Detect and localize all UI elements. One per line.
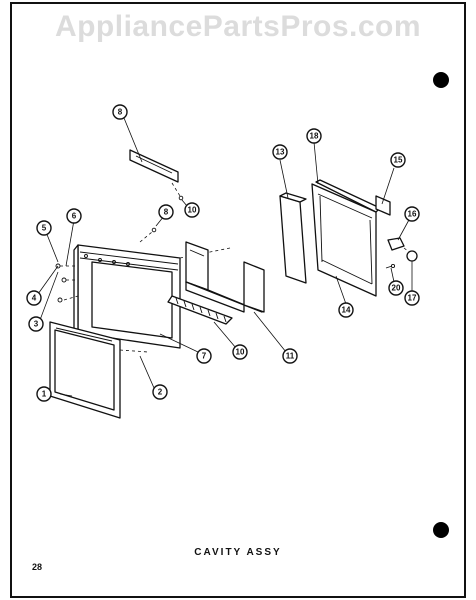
callout-13: 13: [272, 144, 288, 160]
callout-8-mid: 8: [158, 204, 174, 220]
part-13-side-panel: [279, 192, 307, 284]
registration-dot-top: [433, 72, 449, 88]
page-frame: [10, 2, 466, 598]
callout-10-top: 10: [184, 202, 200, 218]
callout-label-4: 4: [32, 294, 37, 303]
callout-label-10-bottom: 10: [236, 348, 245, 357]
callout-label-1: 1: [42, 390, 47, 399]
callout-label-16: 16: [408, 210, 417, 219]
callout-label-15: 15: [394, 156, 403, 165]
callout-label-7: 7: [202, 352, 207, 361]
callout-18: 18: [306, 128, 322, 144]
callout-label-6: 6: [72, 212, 77, 221]
callout-label-18: 18: [310, 132, 319, 141]
callout-5: 5: [36, 220, 52, 236]
callout-7: 7: [196, 348, 212, 364]
part-7-front-frame: [73, 244, 181, 349]
page-number: 28: [32, 562, 43, 572]
callout-15: 15: [390, 152, 406, 168]
diagram-caption: CAVITY ASSY: [194, 547, 282, 558]
callout-label-5: 5: [42, 224, 47, 233]
callout-6: 6: [66, 208, 82, 224]
callout-label-2: 2: [158, 388, 163, 397]
callout-16: 16: [404, 206, 420, 222]
part-16-lamp-socket: [387, 237, 405, 251]
callout-10-bottom: 10: [232, 344, 248, 360]
callout-11: 11: [282, 348, 298, 364]
callout-label-14: 14: [342, 306, 351, 315]
part-20-screw: [385, 263, 396, 269]
callout-3: 3: [28, 316, 44, 332]
registration-dot-bottom: [433, 522, 449, 538]
callout-label-8-mid: 8: [164, 208, 169, 217]
callout-label-3: 3: [34, 320, 39, 329]
part-1-door-frame: [49, 321, 121, 419]
part-14-back-plate: [311, 179, 381, 297]
callout-2: 2: [152, 384, 168, 400]
watermark: AppliancePartsPros.com: [54, 10, 422, 43]
callout-4: 4: [26, 290, 42, 306]
part-10-heater-element: [167, 295, 233, 325]
callout-17: 17: [404, 290, 420, 306]
callout-14: 14: [338, 302, 354, 318]
callout-label-20: 20: [392, 284, 401, 293]
part-8-bracket: [129, 149, 184, 201]
part-15-cover-plate: [375, 195, 391, 216]
callout-8-top: 8: [112, 104, 128, 120]
callout-label-11: 11: [286, 352, 295, 361]
callout-label-13: 13: [276, 148, 285, 157]
callout-label-17: 17: [408, 294, 417, 303]
callout-20: 20: [388, 280, 404, 296]
callout-1: 1: [36, 386, 52, 402]
callout-label-8-top: 8: [118, 108, 123, 117]
part-17-lamp-bulb: [403, 247, 418, 262]
callout-label-10-top: 10: [188, 206, 197, 215]
part-11-cavity-bottom: [185, 241, 265, 313]
